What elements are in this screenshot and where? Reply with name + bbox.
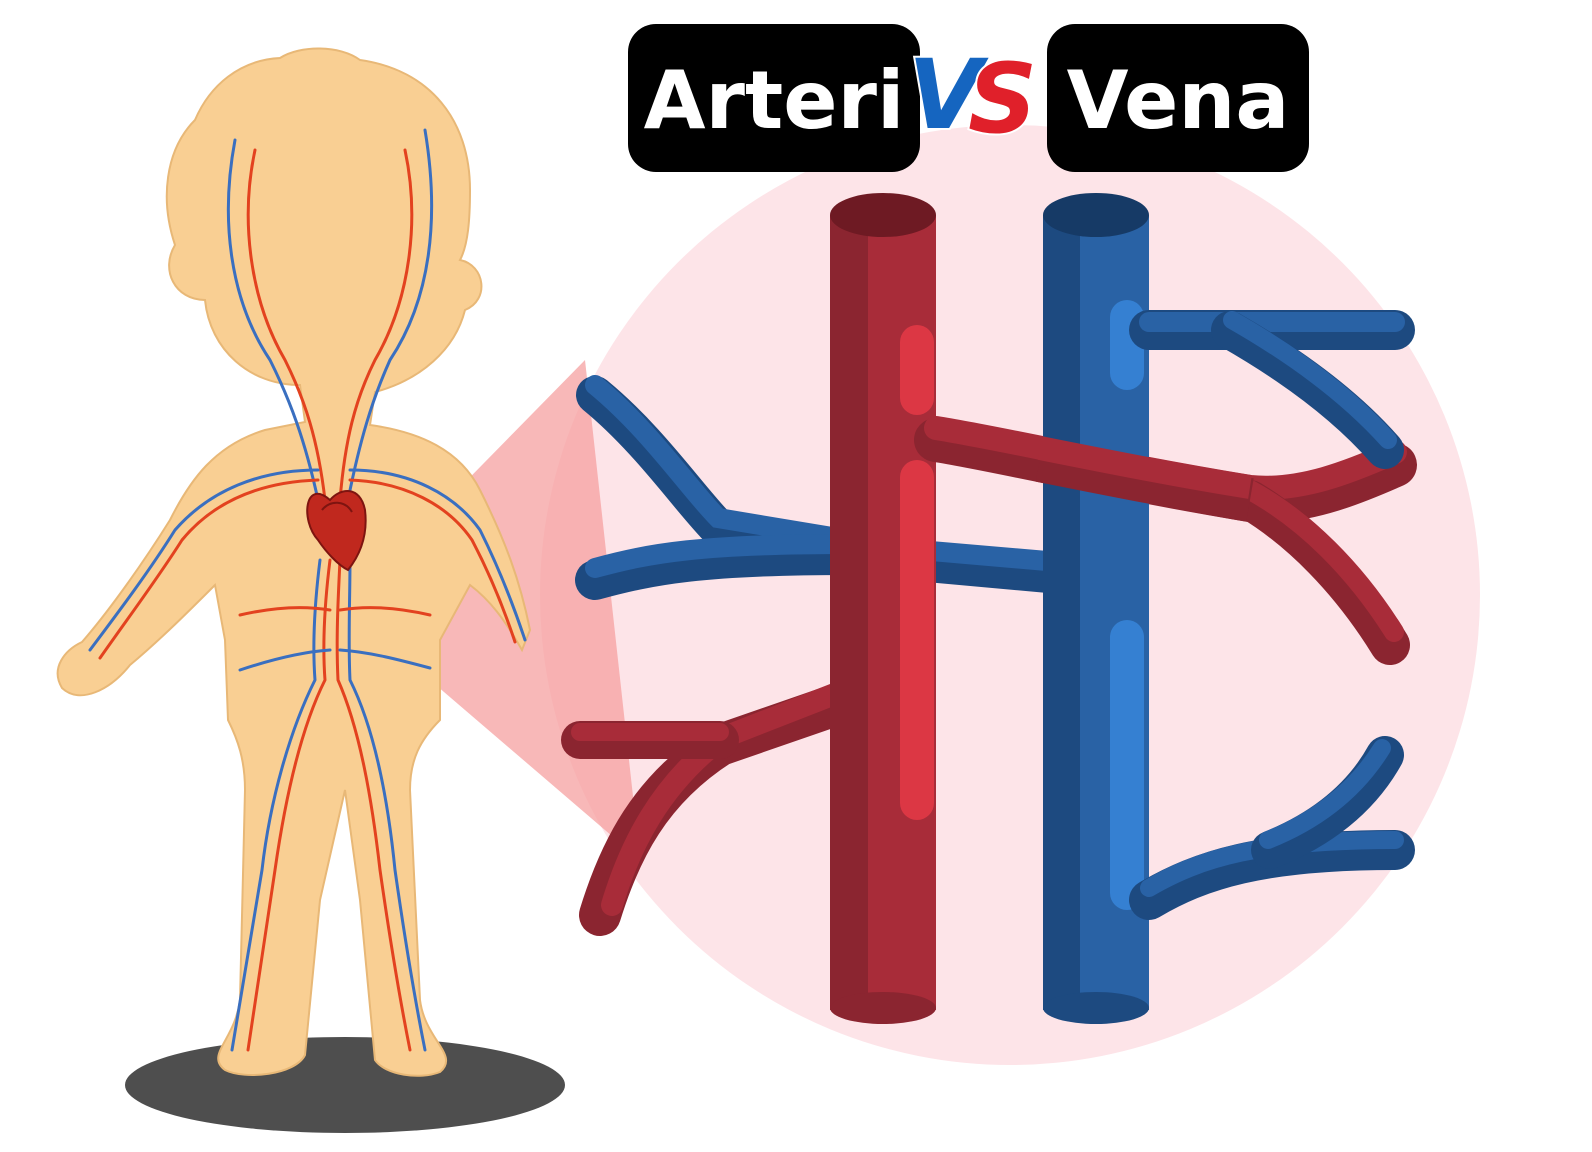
vs-badge: V S (906, 37, 1039, 157)
vessel-closeup (561, 193, 1417, 1024)
body-vein-line-15 (338, 648, 432, 670)
body-vein-line-8 (88, 468, 320, 652)
label-arteri: Arteri (628, 24, 920, 172)
vein-branch-middle (575, 533, 1090, 600)
vein-branch-upper-right (1129, 310, 1415, 469)
vein-branch-lower-right (1129, 736, 1415, 920)
child-body-figure (56, 47, 565, 1133)
ground-shadow (125, 1037, 565, 1133)
body-silhouette (56, 47, 532, 1077)
body-artery-line-5 (338, 148, 414, 502)
body-vein-line-10 (348, 468, 527, 642)
body-artery-line-0 (246, 558, 332, 1052)
body-vein-line-3 (347, 558, 427, 1052)
artery-branch-lower-left (561, 677, 871, 936)
vessel-network (88, 128, 527, 1052)
label-arteri-text: Arteri (644, 54, 905, 147)
body-artery-line-13 (338, 606, 432, 617)
body-artery-line-9 (98, 478, 320, 660)
vein-branch-upper-left (576, 375, 869, 574)
vs-letter-v: V (908, 39, 989, 151)
body-artery-line-12 (238, 606, 332, 617)
body-vein-line-14 (238, 648, 332, 672)
body-artery-line-1 (335, 558, 412, 1052)
label-vena-text: Vena (1067, 54, 1290, 147)
heart-icon (306, 490, 367, 572)
body-artery-line-4 (246, 148, 327, 502)
vs-letter-s: S (968, 43, 1037, 155)
main-vein (1043, 193, 1149, 1024)
body-artery-line-11 (348, 478, 517, 644)
body-vein-line-7 (346, 128, 434, 502)
label-vena: Vena (1047, 24, 1309, 172)
body-vein-line-2 (230, 558, 322, 1052)
main-artery (830, 193, 936, 1024)
title-banner: Arteri V S Vena (628, 24, 1309, 172)
artery-crossing-over-vein (1035, 436, 1254, 522)
body-vein-line-6 (226, 138, 320, 502)
